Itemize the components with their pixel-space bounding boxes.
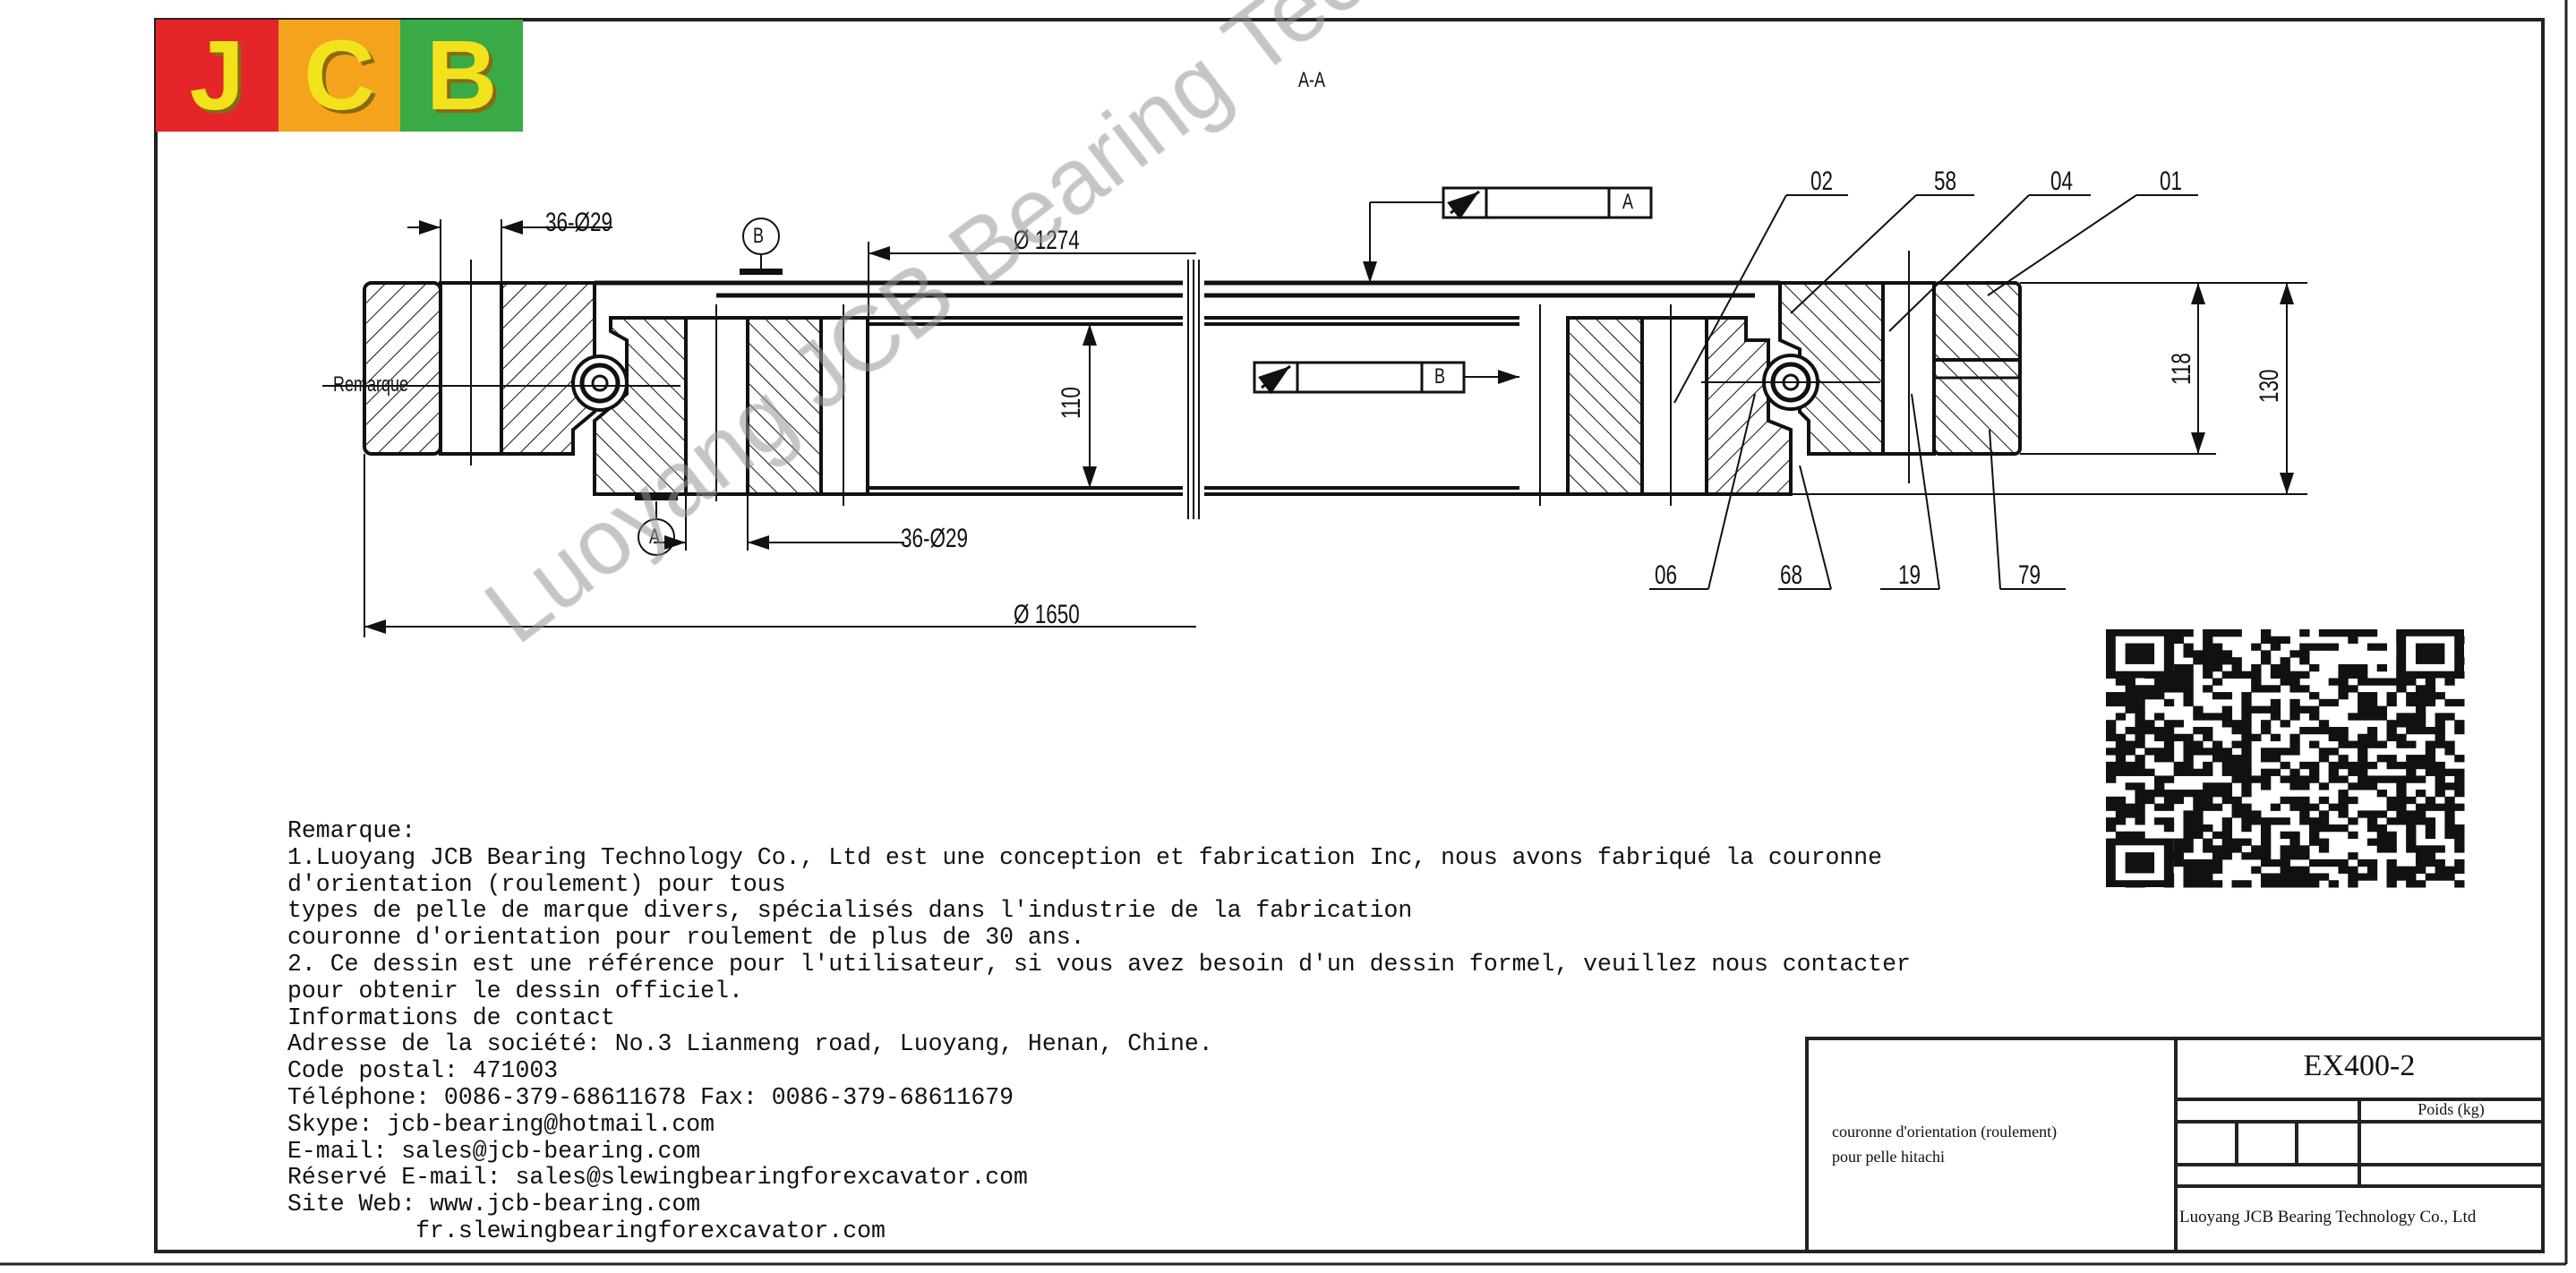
part-number-04: 04 (2050, 167, 2074, 196)
datum-a-label: A (649, 525, 661, 549)
model-number: EX400-2 (2303, 1049, 2416, 1082)
title-description-line1: couronne d'orientation (roulement) (1832, 1123, 2058, 1141)
remark-line: Remarque: (287, 817, 416, 844)
remark-line: Site Web: www.jcb-bearing.com (287, 1191, 701, 1218)
left-note-label: Remarque (333, 372, 409, 397)
tolerance-frame-a-datum: A (1622, 190, 1634, 214)
bolt-holes-bottom-label: 36-Ø29 (901, 524, 969, 553)
logo-letter-b: B (400, 20, 524, 132)
remarks-text: Remarque: 1.Luoyang JCB Bearing Technolo… (287, 817, 1911, 1245)
inner-diameter-label: Ø 1274 (1014, 226, 1080, 255)
section-label: A-A (1298, 68, 1326, 92)
title-description-line2: pour pelle hitachi (1832, 1148, 1945, 1166)
qr-code-icon (2106, 629, 2465, 888)
outer-diameter-label: Ø 1650 (1014, 600, 1080, 629)
remark-line: Adresse de la société: No.3 Lianmeng roa… (287, 1030, 1213, 1058)
part-number-58: 58 (1934, 167, 1957, 196)
remark-line: E-mail: sales@jcb-bearing.com (287, 1137, 701, 1165)
remark-line: pour obtenir le dessin officiel. (287, 977, 743, 1004)
part-number-01: 01 (2160, 167, 2183, 196)
remark-line: 2. Ce dessin est une référence pour l'ut… (287, 950, 1911, 978)
remark-line: fr.slewingbearingforexcavator.com (287, 1217, 886, 1244)
part-number-02: 02 (1810, 167, 1834, 196)
part-number-79: 79 (2018, 560, 2041, 590)
company-name: Luoyang JCB Bearing Technology Co., Ltd (2179, 1208, 2477, 1226)
remark-line: d'orientation (roulement) pour tous (287, 870, 786, 898)
logo-letter-c: C (278, 20, 401, 132)
height-110-label: 110 (1057, 387, 1086, 419)
part-number-19: 19 (1898, 560, 1921, 590)
part-number-06: 06 (1655, 560, 1678, 590)
jcb-logo: J C B (156, 20, 524, 132)
height-118-label: 118 (2167, 353, 2196, 385)
remark-line: Réservé E-mail: sales@slewingbearingfore… (287, 1164, 1028, 1192)
remark-line: Téléphone: 0086-379-68611678 Fax: 0086-3… (287, 1083, 1014, 1111)
remark-line: 1.Luoyang JCB Bearing Technology Co., Lt… (287, 843, 1883, 871)
remark-line: Informations de contact (287, 1004, 615, 1031)
bolt-holes-top-label: 36-Ø29 (545, 208, 613, 237)
remark-line: Skype: jcb-bearing@hotmail.com (287, 1110, 715, 1138)
remark-line: types de pelle de marque divers, spécial… (287, 897, 1413, 925)
tolerance-frame-b-datum: B (1434, 364, 1446, 389)
weight-label: Poids (kg) (2418, 1100, 2485, 1118)
datum-b-label: B (753, 224, 765, 248)
remark-line: couronne d'orientation pour roulement de… (287, 924, 1085, 952)
height-130-label: 130 (2255, 369, 2284, 403)
logo-letter-j: J (156, 20, 278, 132)
remark-line: Code postal: 471003 (287, 1057, 559, 1085)
part-number-68: 68 (1780, 560, 1803, 590)
